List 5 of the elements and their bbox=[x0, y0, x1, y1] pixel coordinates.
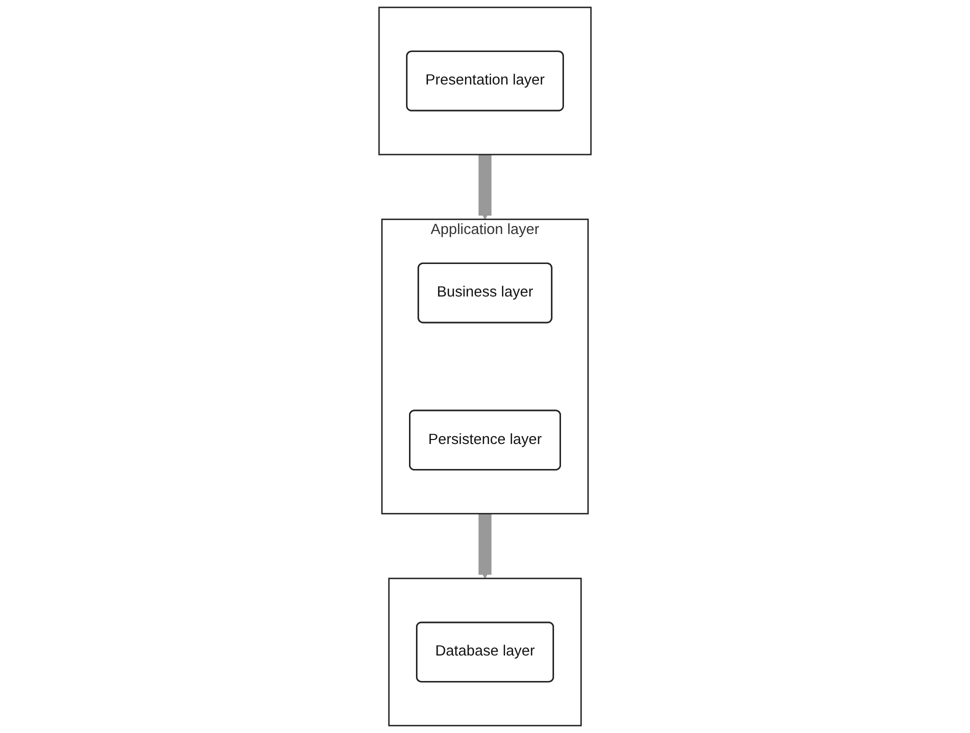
arrow bbox=[478, 153, 492, 220]
cluster bbox=[378, 6, 592, 156]
cluster bbox=[388, 578, 582, 726]
cluster bbox=[381, 218, 589, 514]
arrow bbox=[478, 512, 492, 579]
